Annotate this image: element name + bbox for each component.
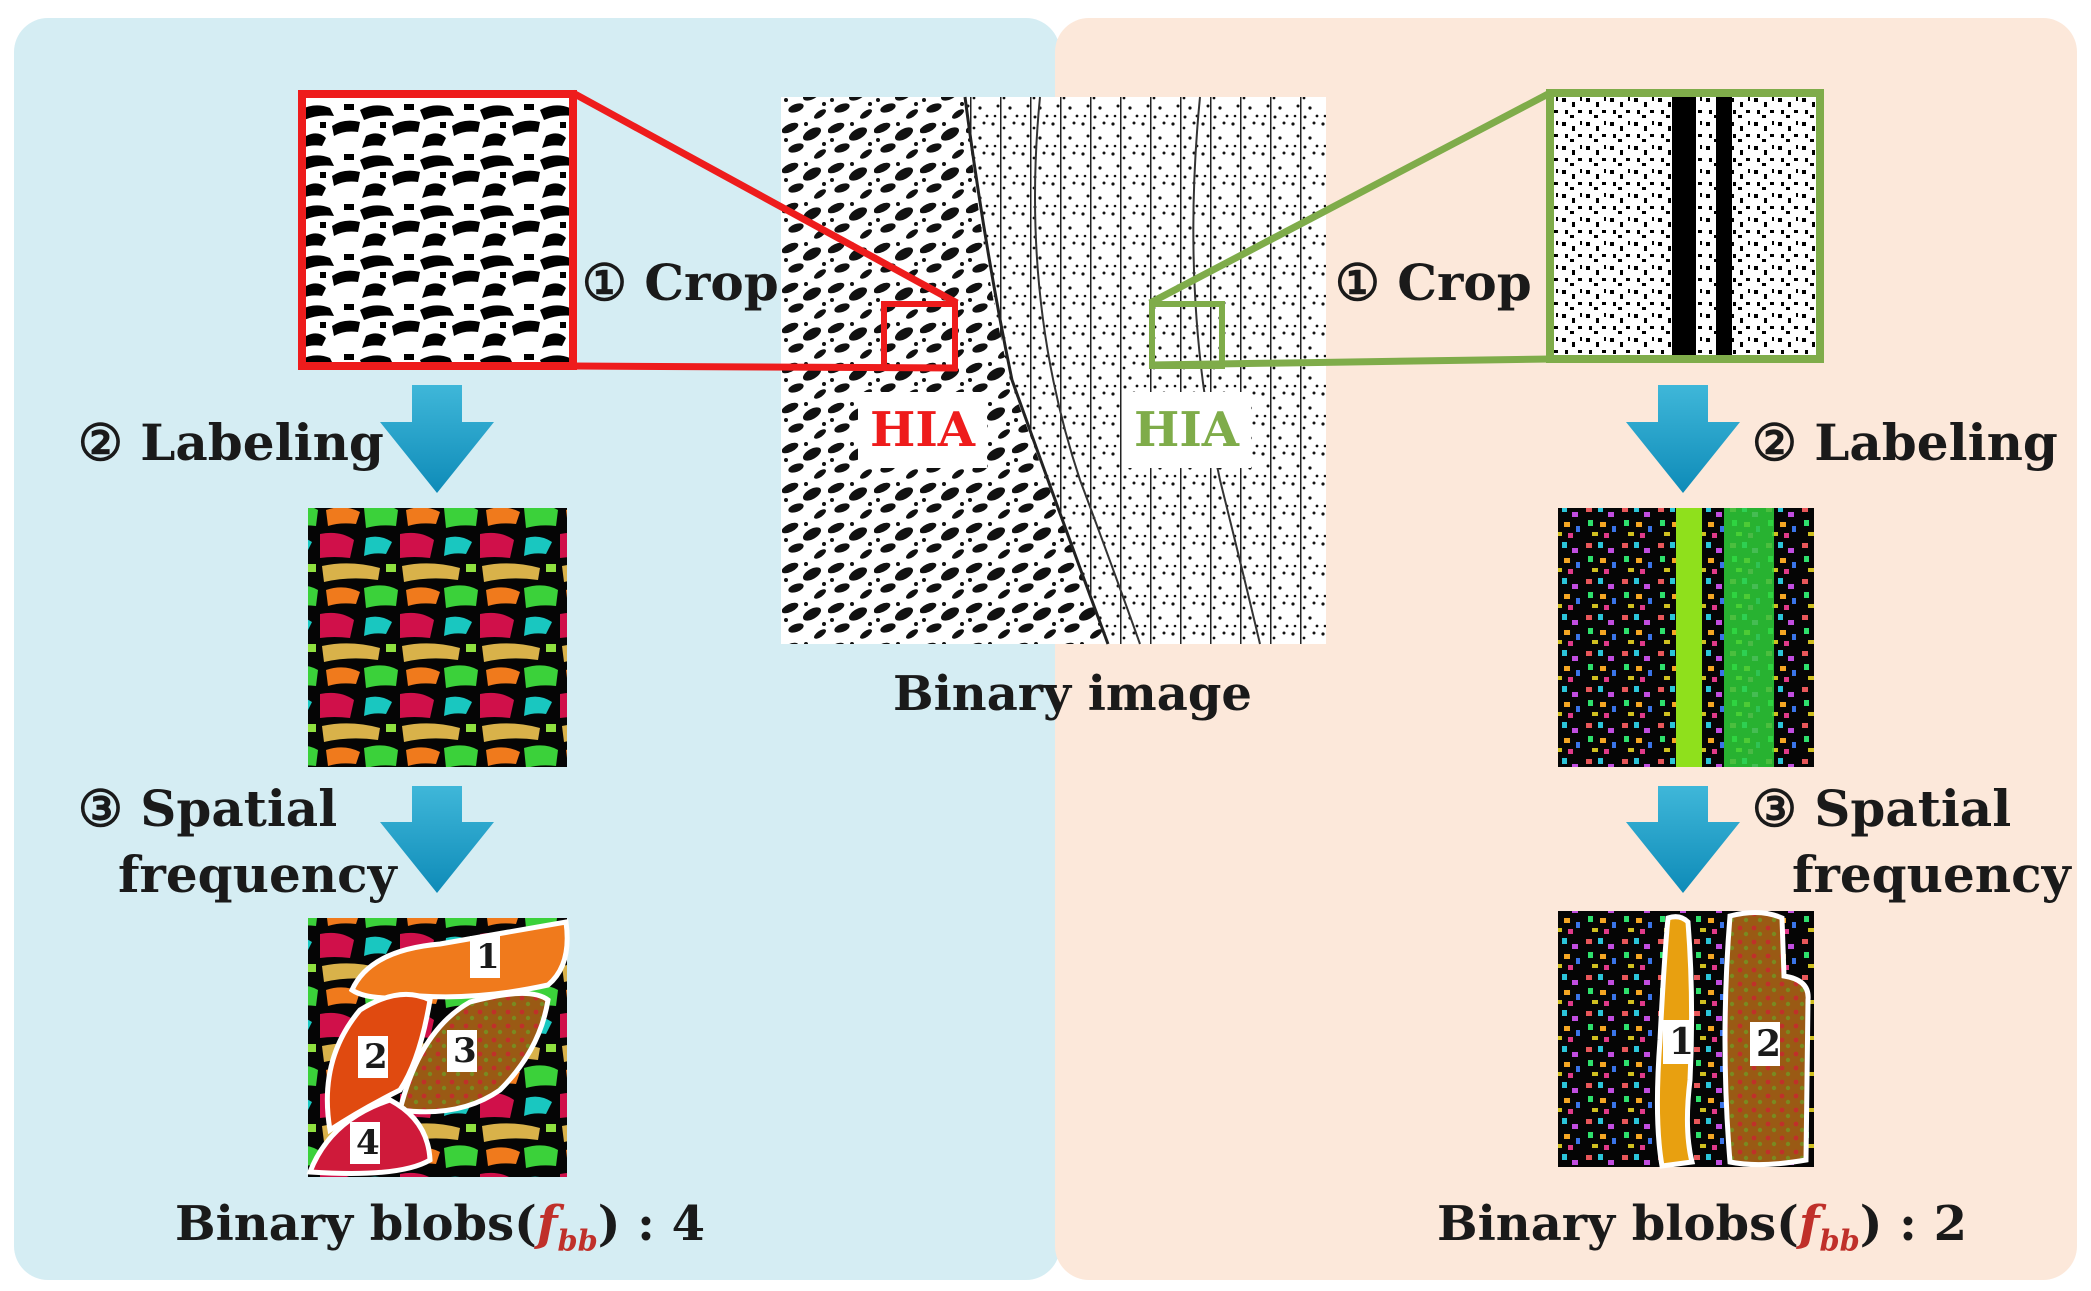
left-result-f: f bbox=[536, 1196, 558, 1252]
right-step3-label: ③ Spatial bbox=[1752, 784, 2011, 834]
right-step3-number: ③ bbox=[1752, 779, 1797, 838]
right-result-sub: bb bbox=[1819, 1223, 1860, 1258]
arrow-left-1 bbox=[380, 385, 494, 493]
right-result-prefix: Binary blobs( bbox=[1437, 1196, 1799, 1252]
left-labeled-image bbox=[308, 508, 567, 767]
right-step2-label: ② Labeling bbox=[1752, 418, 2058, 468]
left-step3-text2: frequency bbox=[118, 845, 397, 904]
left-step1-text: Crop bbox=[644, 253, 779, 312]
left-result-prefix: Binary blobs( bbox=[175, 1196, 537, 1252]
right-crop-marker bbox=[1149, 301, 1225, 369]
left-crop-frame bbox=[298, 90, 577, 370]
hia-label-right: HIA bbox=[1122, 392, 1252, 468]
right-crop-frame bbox=[1546, 89, 1824, 363]
right-result-symbol: fbb bbox=[1798, 1196, 1860, 1255]
left-blob-number-4: 4 bbox=[356, 1123, 380, 1163]
left-blob-number-3: 3 bbox=[453, 1031, 477, 1071]
right-blob-number-2: 2 bbox=[1756, 1023, 1782, 1065]
left-step3-text: Spatial bbox=[140, 779, 338, 838]
right-step3-text2: frequency bbox=[1792, 845, 2071, 904]
right-step1-text: Crop bbox=[1397, 253, 1532, 312]
right-result: Binary blobs(fbb) : 2 bbox=[1437, 1200, 1967, 1255]
left-result-symbol: fbb bbox=[536, 1196, 598, 1255]
left-step3-number: ③ bbox=[78, 779, 123, 838]
right-step3-text: Spatial bbox=[1814, 779, 2012, 838]
right-blob-number-1: 1 bbox=[1669, 1021, 1695, 1063]
right-result-f: f bbox=[1798, 1196, 1820, 1252]
right-step1-number: ① bbox=[1335, 253, 1380, 312]
right-step1-label: ① Crop bbox=[1335, 258, 1532, 308]
left-step3-label: ③ Spatial bbox=[78, 784, 337, 834]
left-crop-zoom bbox=[298, 89, 959, 372]
right-crop-zoom bbox=[1148, 89, 1824, 369]
right-labeled-image bbox=[1558, 508, 1814, 767]
right-step2-text: Labeling bbox=[1814, 413, 2058, 472]
left-blob-image bbox=[306, 918, 570, 1177]
left-result: Binary blobs(fbb) : 4 bbox=[175, 1200, 705, 1255]
left-step1-number: ① bbox=[582, 253, 627, 312]
left-step2-text: Labeling bbox=[140, 413, 384, 472]
left-crop-image bbox=[302, 94, 573, 366]
left-crop-marker bbox=[881, 301, 958, 371]
left-result-sub: bb bbox=[557, 1223, 598, 1258]
arrow-left-2 bbox=[380, 786, 494, 893]
right-step2-number: ② bbox=[1752, 413, 1797, 472]
left-result-suffix: ) : 4 bbox=[597, 1196, 705, 1252]
right-result-suffix: ) : 2 bbox=[1859, 1196, 1967, 1252]
hia-label-left: HIA bbox=[858, 392, 988, 468]
arrow-right-2 bbox=[1626, 786, 1740, 893]
left-step1-label: ① Crop bbox=[582, 258, 779, 308]
left-blob-number-1: 1 bbox=[476, 937, 500, 977]
left-blob-number-2: 2 bbox=[364, 1037, 388, 1077]
arrow-right-1 bbox=[1626, 385, 1740, 493]
left-step2-number: ② bbox=[78, 413, 123, 472]
binary-image-caption: Binary image bbox=[893, 666, 1252, 722]
left-step2-label: ② Labeling bbox=[78, 418, 384, 468]
